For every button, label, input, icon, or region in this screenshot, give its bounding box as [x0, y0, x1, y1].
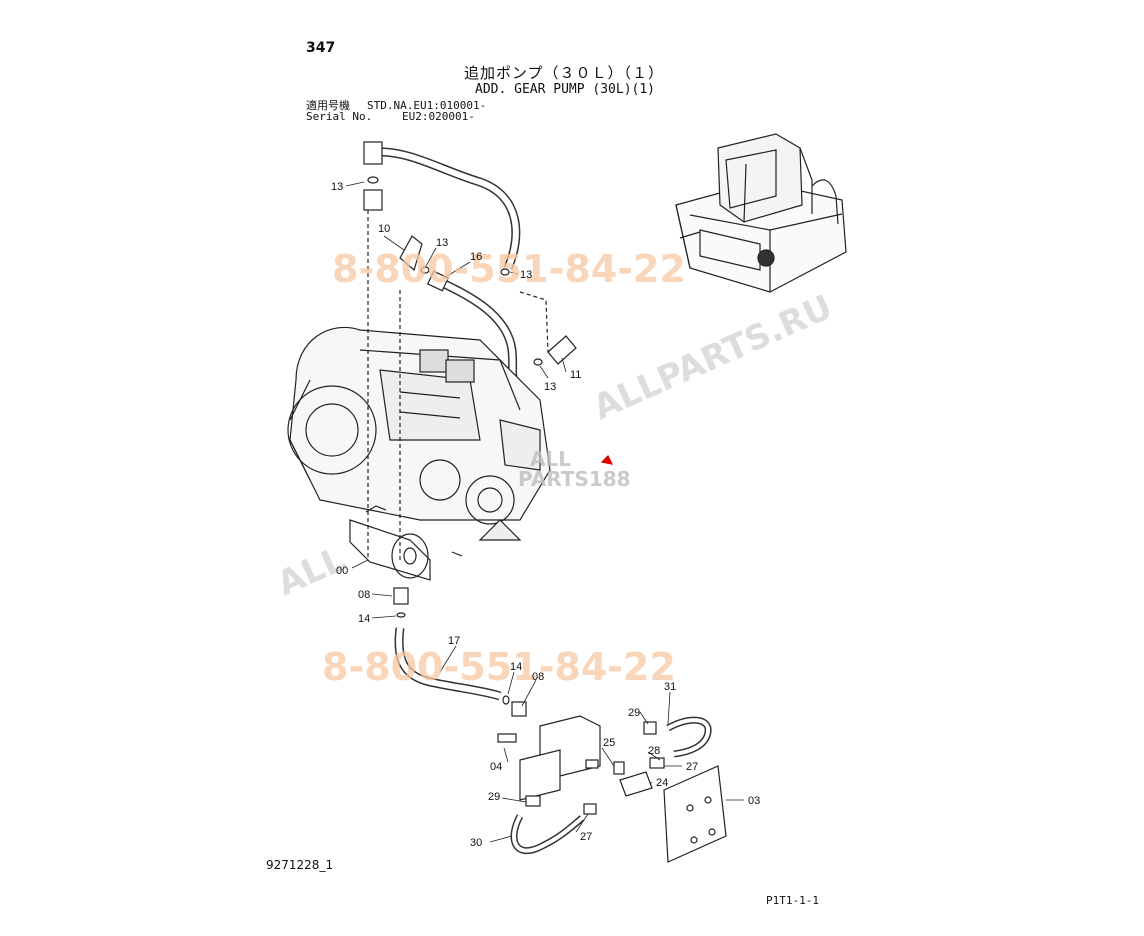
o-ring-14-top	[396, 612, 406, 618]
red-marker	[600, 454, 614, 465]
hose-16-fitting	[426, 270, 450, 292]
callout-16: 16	[470, 251, 482, 263]
callout-29: 29	[628, 707, 640, 719]
adapter-29-bottom	[525, 795, 541, 807]
serial-label-en: Serial No.	[306, 110, 373, 123]
callout-03: 03	[748, 795, 760, 807]
watermark-site: ALLPARTS.RU	[587, 287, 838, 428]
o-ring-13-d	[533, 358, 543, 366]
adapter-top	[363, 189, 383, 211]
guide-line-11	[519, 291, 549, 353]
adapter-29-top	[643, 721, 657, 735]
page-number: 347	[306, 40, 336, 56]
hose-30-inner	[512, 815, 584, 853]
title-japanese: 追加ポンプ（３０Ｌ）（１）	[464, 64, 665, 82]
serial-line-1: STD.NA.EU1:010001-	[367, 99, 487, 112]
hose-31-inner	[667, 718, 711, 756]
watermark-logo-line1: ALL	[530, 447, 571, 471]
watermark-logo-line2: PARTS188	[518, 467, 631, 491]
hose-fitting-top	[363, 141, 383, 165]
plug-25	[613, 761, 625, 775]
callout-14: 14	[358, 613, 370, 625]
adapter-28	[649, 757, 665, 769]
callout-13: 13	[520, 269, 532, 281]
watermark-phone-bottom: 8-800-551-84-22	[322, 645, 676, 689]
callout-28: 28	[648, 745, 660, 757]
callout-13: 13	[544, 381, 556, 393]
document-id: 9271228_1	[266, 858, 334, 872]
callout-10: 10	[378, 223, 390, 235]
title-english: ADD. GEAR PUMP (30L)(1)	[475, 82, 656, 97]
watermark-phone-top: 8-800-551-84-22	[332, 247, 686, 291]
adapter-11	[547, 335, 577, 365]
hose-17-inner	[396, 627, 501, 699]
callout-08: 08	[532, 671, 544, 683]
plate-03	[663, 765, 727, 863]
o-ring-14-b	[502, 695, 510, 705]
callout-04: 04	[490, 761, 502, 773]
excavator-inset	[675, 133, 847, 293]
block-24	[619, 771, 653, 797]
callout-30: 30	[470, 837, 482, 849]
callout-27: 27	[580, 831, 592, 843]
o-ring-13-b	[420, 266, 430, 274]
hose-30-outer	[510, 814, 585, 855]
callout-31: 31	[664, 681, 676, 693]
adapter-08-top	[393, 587, 409, 605]
adapter-08-b	[511, 701, 527, 717]
o-ring-13-c	[500, 268, 510, 276]
callout-11: 11	[570, 369, 581, 381]
serial-line-2: EU2:020001-	[402, 110, 475, 123]
gear-pump-00	[349, 505, 463, 581]
callout-24: 24	[656, 777, 668, 789]
callout-08: 08	[358, 589, 370, 601]
valve-block	[497, 715, 601, 801]
adapter-27-bottom	[583, 803, 597, 815]
callout-14: 14	[510, 661, 522, 673]
serial-label-jp: 適用号機	[306, 99, 350, 112]
callout-13: 13	[436, 237, 448, 249]
upper-hose-inner	[373, 148, 519, 270]
page-reference: P1T1-1-1	[766, 894, 819, 907]
callout-labels: 13 10 13 16 13 13 11 00 08 14 17 14 08 3…	[331, 181, 760, 849]
leader-lines	[345, 181, 744, 843]
o-ring-13-top	[367, 176, 379, 184]
elbow-10	[399, 235, 423, 272]
callout-17: 17	[448, 635, 460, 647]
main-pump	[287, 326, 551, 541]
callout-00: 00	[336, 565, 348, 577]
callout-29: 29	[488, 791, 500, 803]
callout-13: 13	[331, 181, 343, 193]
callout-25: 25	[603, 737, 615, 749]
callout-27: 27	[686, 761, 698, 773]
